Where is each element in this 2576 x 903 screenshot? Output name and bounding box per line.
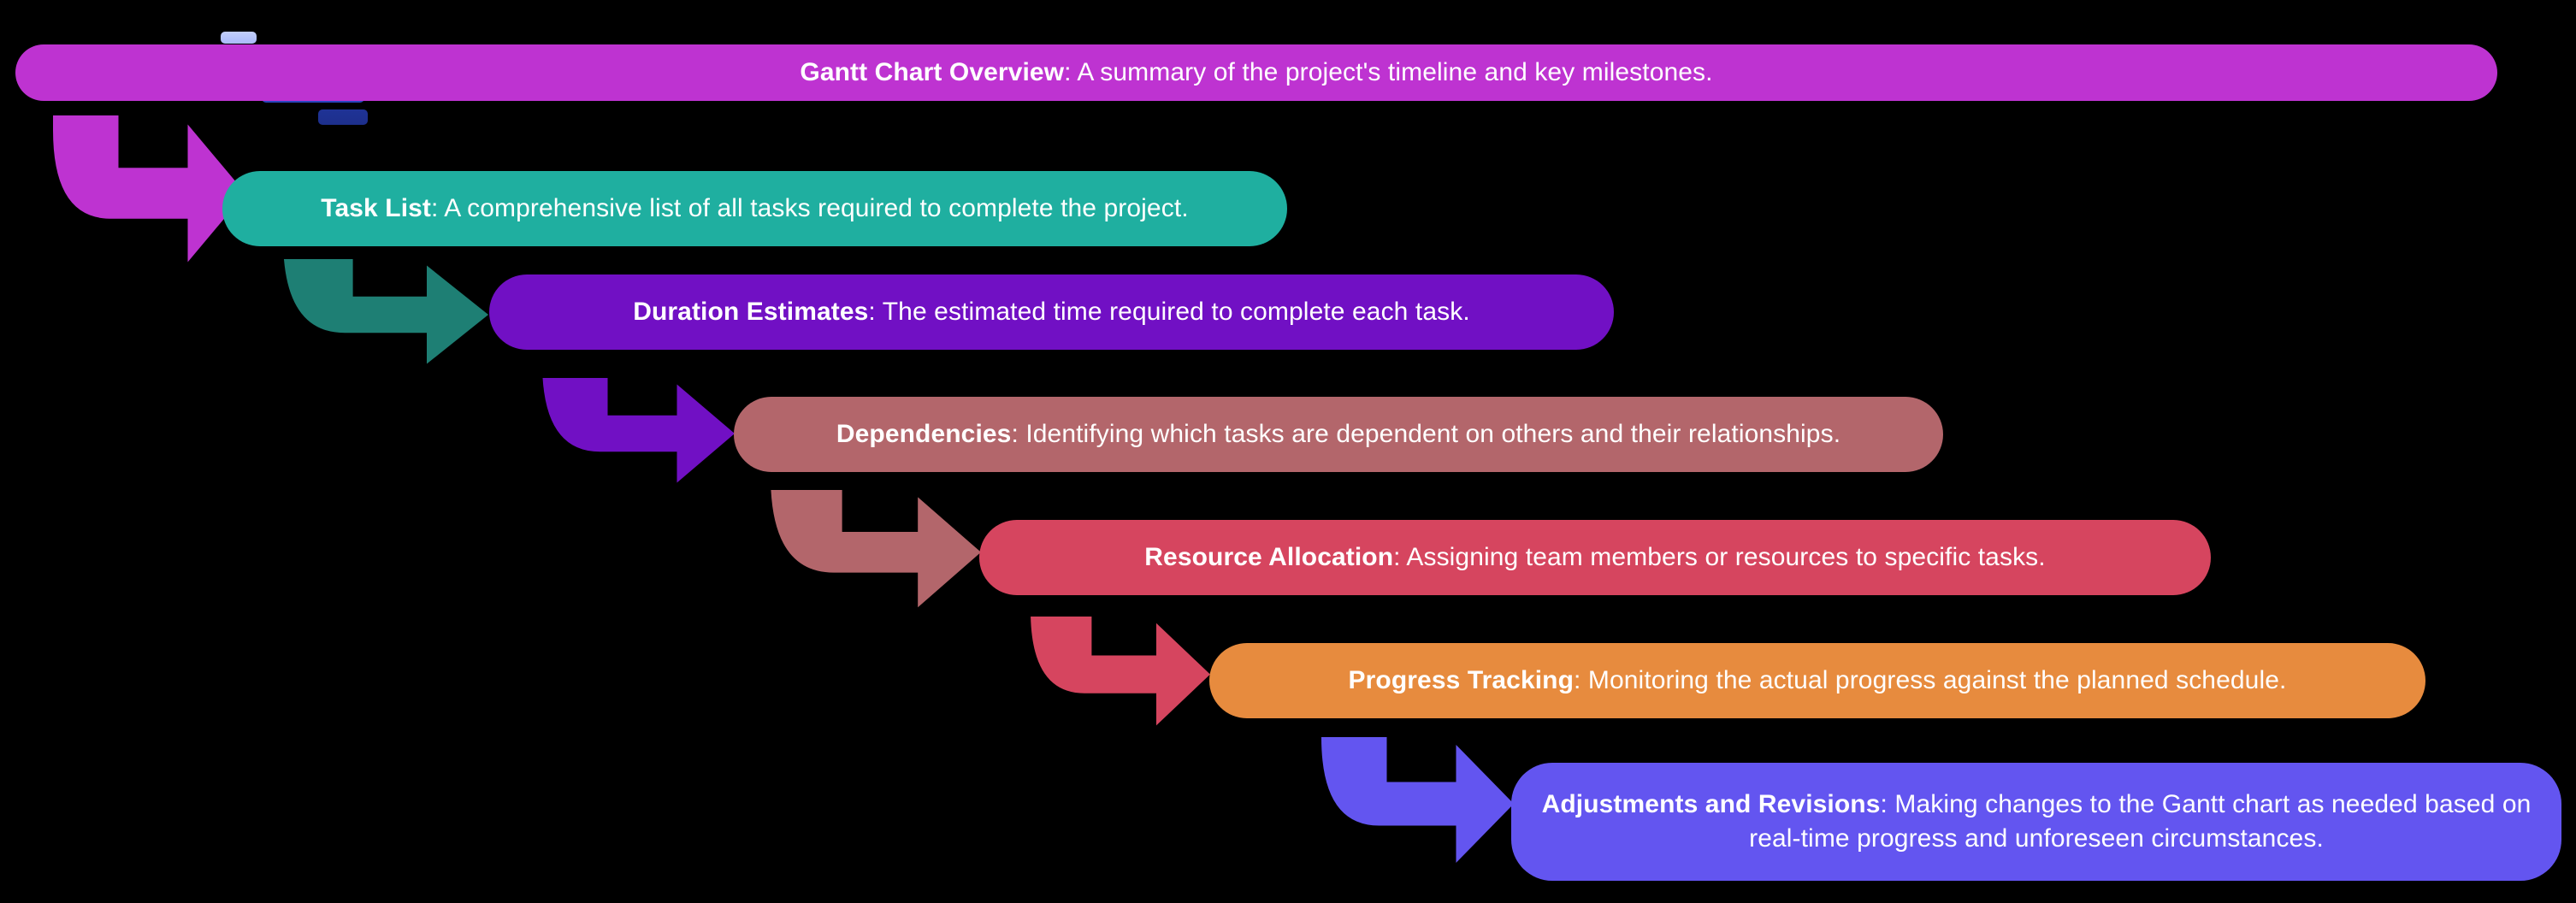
flow-step-description: : Identifying which tasks are dependent … <box>1011 419 1841 448</box>
flow-arrow-icon <box>771 490 981 610</box>
flow-step-description: : Monitoring the actual progress against… <box>1574 665 2287 694</box>
flow-step-description: : A summary of the project's timeline an… <box>1064 57 1713 86</box>
flow-step-label: Dependencies <box>836 419 1012 448</box>
flow-step-text: Resource Allocation: Assigning team memb… <box>1144 540 2045 575</box>
flow-step-text: Adjustments and Revisions: Making change… <box>1540 788 2532 857</box>
flow-step-text: Progress Tracking: Monitoring the actual… <box>1349 664 2287 699</box>
gantt-strip <box>221 32 257 44</box>
flow-arrow-icon <box>542 378 735 485</box>
flow-step-text: Gantt Chart Overview: A summary of the p… <box>800 56 1712 91</box>
flow-step-duration-estimates[interactable]: Duration Estimates: The estimated time r… <box>489 274 1614 350</box>
flow-step-task-list[interactable]: Task List: A comprehensive list of all t… <box>222 171 1287 246</box>
gantt-strip <box>318 109 368 125</box>
flow-step-label: Task List <box>321 193 432 222</box>
flow-step-label: Duration Estimates <box>633 297 869 326</box>
flow-step-description: : A comprehensive list of all tasks requ… <box>431 193 1189 222</box>
flow-step-label: Progress Tracking <box>1348 665 1575 694</box>
flow-step-adjustments-and-revisions[interactable]: Adjustments and Revisions: Making change… <box>1511 763 2561 881</box>
flow-step-text: Duration Estimates: The estimated time r… <box>633 295 1470 330</box>
flow-step-progress-tracking[interactable]: Progress Tracking: Monitoring the actual… <box>1209 643 2425 718</box>
flow-step-label: Resource Allocation <box>1144 542 1394 571</box>
flow-arrow-icon <box>1031 617 1210 728</box>
flow-step-label: Gantt Chart Overview <box>800 57 1065 86</box>
flow-arrow-icon <box>283 259 488 366</box>
flow-arrow-icon <box>53 115 245 265</box>
flow-step-description: : The estimated time required to complet… <box>868 297 1470 326</box>
flow-step-gantt-chart-overview[interactable]: Gantt Chart Overview: A summary of the p… <box>15 44 2497 101</box>
flow-step-label: Adjustments and Revisions <box>1541 789 1881 818</box>
flow-step-text: Task List: A comprehensive list of all t… <box>321 192 1188 227</box>
flow-step-text: Dependencies: Identifying which tasks ar… <box>836 417 1840 452</box>
flow-step-description: : Assigning team members or resources to… <box>1393 542 2046 571</box>
flow-step-description: : Making changes to the Gantt chart as n… <box>1749 789 2532 853</box>
flow-step-resource-allocation[interactable]: Resource Allocation: Assigning team memb… <box>979 520 2211 595</box>
flow-step-dependencies[interactable]: Dependencies: Identifying which tasks ar… <box>734 397 1943 472</box>
flow-arrow-icon <box>1321 737 1514 865</box>
